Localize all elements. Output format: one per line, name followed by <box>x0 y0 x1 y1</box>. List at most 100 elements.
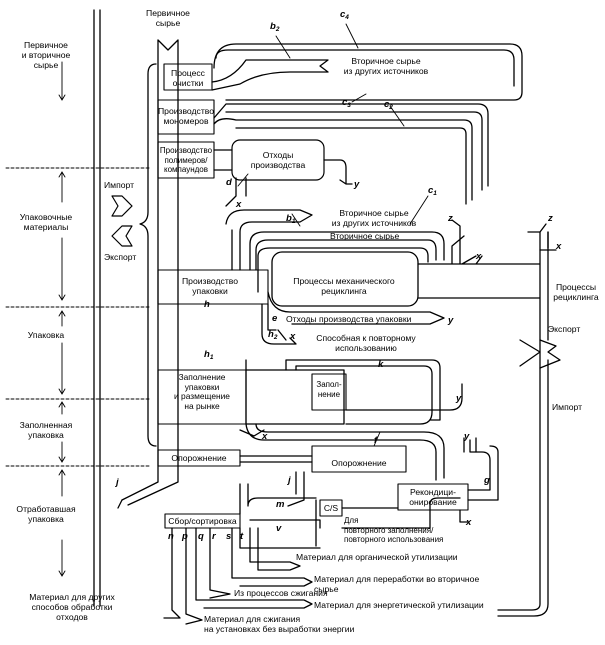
filling-market-line1: Заполнение <box>178 372 226 382</box>
output-p-burning <box>186 528 202 624</box>
filling-line1: Запол- <box>316 380 342 389</box>
letter-s: s <box>226 531 232 542</box>
x5-branch <box>240 430 264 436</box>
emptying-flow <box>240 456 312 506</box>
stage-other-line2: способов обработки <box>31 602 113 612</box>
reconditioning-line2: онирование <box>409 497 457 507</box>
letter-p: p <box>182 531 188 542</box>
output-q-energy <box>196 528 312 608</box>
letter-k: k <box>378 359 384 370</box>
reconditioning-line1: Рекондици- <box>410 487 456 497</box>
burning-line1: Материал для сжигания <box>204 614 301 624</box>
stage-packaging-materials: Упаковочные материалы <box>2 212 90 232</box>
filling-market-line4: на рынке <box>184 400 220 411</box>
letter-h: h <box>204 299 210 310</box>
recycling-processes-line1: Процессы <box>555 282 597 292</box>
letter-y3: y <box>456 393 462 404</box>
loop-h2 <box>278 330 286 340</box>
letter-x6: x <box>466 517 472 528</box>
stage-raw-line2: и вторичное <box>21 50 71 60</box>
letter-j1: j <box>288 475 291 486</box>
energy-label: Материал для энергетической утилизации <box>314 600 484 610</box>
stage-packaging: Упаковка <box>2 330 90 340</box>
polymers-line3: компаундов <box>163 165 208 174</box>
letter-x4: x <box>290 331 296 342</box>
stage-used-line1: Отработавшая <box>16 504 76 514</box>
loop-c4 <box>214 44 522 100</box>
stage-raw-line3: сырье <box>33 60 59 70</box>
export-arrow-left-icon <box>112 226 132 246</box>
filling-market-line3: и размещение <box>174 391 230 402</box>
refill-label: Для повторного заполнения/ повторного ис… <box>344 516 443 545</box>
letter-h1: h1 <box>204 349 214 362</box>
filling-box <box>246 360 344 424</box>
letter-e: e <box>272 313 278 324</box>
packaging-waste-loop <box>262 292 444 344</box>
letter-z1: z <box>448 213 453 224</box>
letter-r: r <box>212 531 216 542</box>
primary-raw-label: Первичное сырье <box>138 8 198 28</box>
loop-f <box>246 424 444 480</box>
output-s-secondary <box>232 528 312 586</box>
refill-line2: повторного заполнения/ <box>344 525 434 535</box>
cleaning-box <box>164 64 212 90</box>
collection-pipes <box>240 484 320 548</box>
letter-x1: x <box>236 199 242 210</box>
letter-y4: y <box>464 431 470 442</box>
emptying-left-label: Опорожнение <box>171 453 227 463</box>
letter-b1: b1 <box>286 213 296 226</box>
letter-b2: b2 <box>270 21 280 34</box>
export-right-label: Экспорт <box>548 324 581 334</box>
polymers-label: Производство полимеров/ компаундов <box>156 146 216 175</box>
collection-label: Сбор/сортировка <box>168 516 237 526</box>
monomers-box <box>158 100 214 134</box>
letter-c1: c1 <box>428 185 437 198</box>
mechanical-recycling-line2: рециклинга <box>321 286 367 296</box>
primary-raw-column <box>122 40 178 505</box>
production-waste-line1: Отходы <box>262 150 294 160</box>
export-left-label: Экспорт <box>104 252 137 262</box>
import-arrow-left-icon <box>112 196 132 216</box>
packaging-production-label: Производство упаковки <box>160 276 260 296</box>
import-export-right <box>540 340 560 368</box>
stage-filled-packaging: Заполненная упаковка <box>2 420 90 440</box>
y4-branch <box>464 438 476 452</box>
secondary-other-top-label: Вторичное сырье из других источников <box>326 56 446 76</box>
secondary-processing-line1: Материал для переработки во вторичное <box>314 574 480 584</box>
recycling-processes-label: Процессы рециклинга <box>548 282 604 302</box>
secondary-other-top-line1: Вторичное сырье <box>351 56 421 66</box>
production-waste-label: Отходы производства <box>236 150 320 170</box>
cleaning-line2: очистки <box>172 78 204 88</box>
letter-leaders <box>238 24 428 446</box>
cs-label: C/S <box>323 503 339 513</box>
secondary-raw-label: Вторичное сырье <box>330 231 400 241</box>
stage-used-packaging: Отработавшая упаковка <box>2 504 90 524</box>
stage-raw-materials: Первичное и вторичное сырье <box>2 40 90 70</box>
reusable-line1: Способная к повторному <box>316 333 416 343</box>
secondary-other-mid-label: Вторичное сырье из других источников <box>316 208 432 228</box>
import-left-label: Импорт <box>104 180 135 190</box>
stage-raw-line1: Первичное <box>24 40 68 50</box>
filling-market-label: Заполнение упаковки и размещение на рынк… <box>158 372 246 411</box>
polymers-box <box>158 142 214 178</box>
burning-line2: на установках без выработки энергии <box>204 624 355 634</box>
letter-x5: x <box>262 431 268 442</box>
polymers-line1: Производство <box>159 146 213 155</box>
polymers-line2: полимеров/ <box>164 155 208 165</box>
mechanical-recycling-line1: Процессы механического <box>293 276 395 286</box>
filling-line2: нение <box>317 389 341 399</box>
letter-z2: z <box>548 213 553 224</box>
reconditioning-box <box>398 484 468 510</box>
recycling-z-x-pipes <box>528 224 556 250</box>
filling-market-line2: упаковки <box>184 381 220 392</box>
stage-separators <box>6 168 150 466</box>
stage-materials-line2: материалы <box>23 222 69 232</box>
stage-packaging-line1: Упаковка <box>27 330 65 340</box>
refill-line1: Для <box>344 516 359 525</box>
column-j-arrow <box>118 500 122 508</box>
incineration-label: Из процессов сжигания <box>234 588 328 598</box>
output-n-other <box>164 528 180 618</box>
reconditioning-label: Рекондици- онирование <box>398 487 468 507</box>
stage-filled-line1: Заполненная <box>19 420 73 430</box>
